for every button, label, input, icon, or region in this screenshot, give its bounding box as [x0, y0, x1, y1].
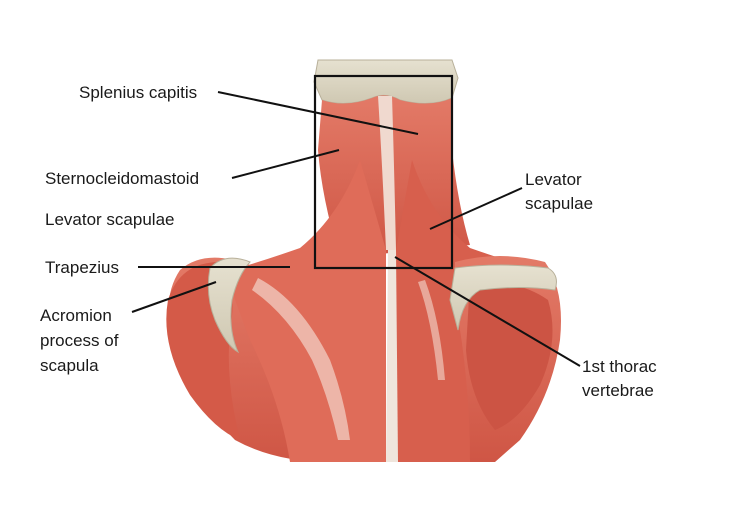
right-tendon	[418, 280, 445, 380]
label-trapezius: Trapezius	[45, 258, 120, 277]
left-acromion-bone	[207, 257, 251, 354]
spine	[386, 250, 398, 462]
leader-acromion	[131, 281, 217, 313]
leader-splenius-capitis	[217, 91, 419, 135]
leader-levator-scapulae-right	[429, 187, 523, 230]
label-acromion-line2: process of	[40, 331, 119, 350]
right-acromion-bone	[449, 264, 557, 331]
label-levator-scapulae-left: Levator scapulae	[45, 210, 175, 229]
leader-first-thoracic	[394, 256, 581, 367]
label-splenius-capitis: Splenius capitis	[79, 83, 198, 102]
label-thoracic-line1: 1st thorac	[582, 357, 657, 376]
label-acromion-line1: Acromion	[40, 306, 112, 325]
focus-box	[313, 74, 454, 270]
right-scapular-muscles	[466, 280, 553, 430]
label-levator-right-line1: Levator	[525, 170, 582, 189]
label-levator-right-line2: scapulae	[525, 194, 594, 213]
label-acromion-line3: scapula	[40, 356, 99, 375]
leader-sternocleidomastoid	[231, 149, 340, 179]
label-thoracic-line2: vertebrae	[582, 381, 654, 400]
nuchal-ligament	[378, 96, 396, 250]
label-sternocleidomastoid: Sternocleidomastoid	[45, 169, 200, 188]
trapezius-tendon	[252, 278, 350, 440]
trapezius-muscle	[225, 160, 386, 462]
